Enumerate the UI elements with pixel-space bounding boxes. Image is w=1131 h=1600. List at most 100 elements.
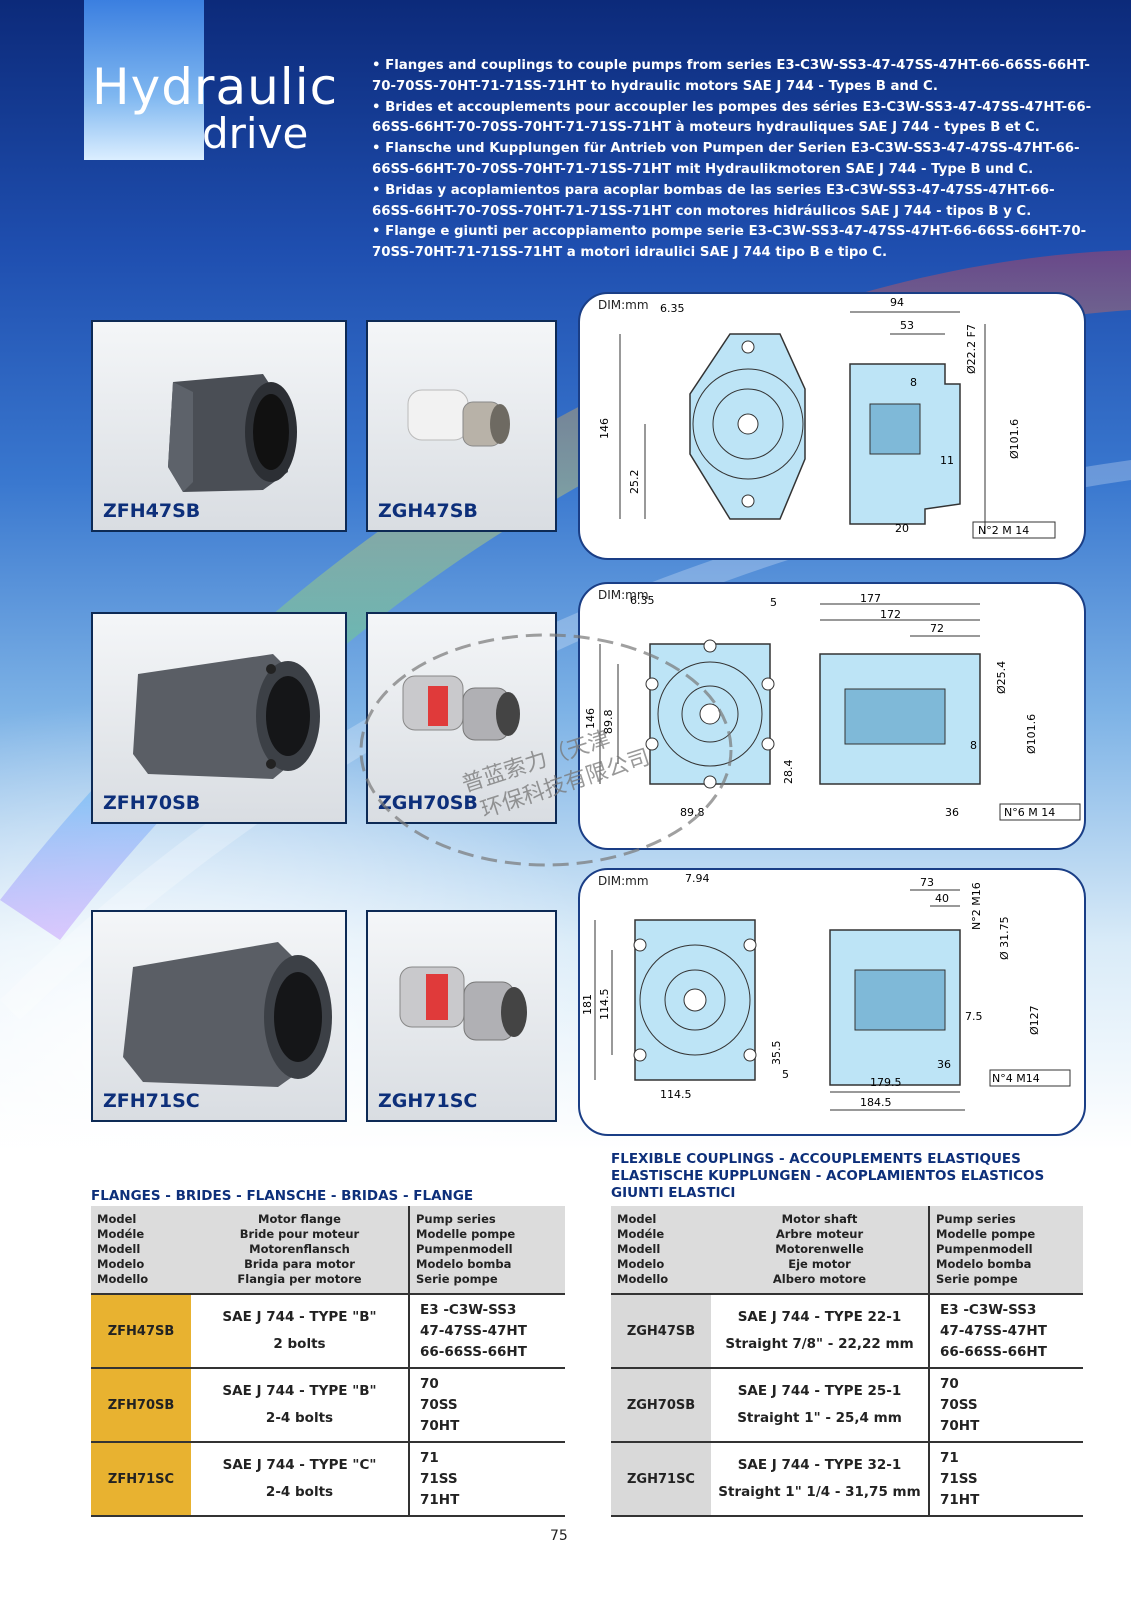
photo-zgh71sc: ZGH71SC	[366, 910, 557, 1122]
dim-label: 172	[880, 608, 901, 621]
dim-label: Ø101.6	[1008, 419, 1021, 459]
page-number: 75	[550, 1528, 568, 1544]
logo: Hydraulic drive	[92, 62, 338, 156]
dim-label: 94	[890, 296, 904, 309]
dim-label: Ø 31.75	[998, 916, 1011, 960]
model-cell: ZGH71SC	[611, 1442, 711, 1517]
coupling-image	[399, 966, 527, 1041]
dim-label: 8	[910, 376, 917, 389]
photo-label: ZFH71SC	[103, 1090, 200, 1112]
drawing-70sb: DIM:mm 6.35 5 177 172 72 8 89.8 36 N°6 M…	[578, 582, 1086, 850]
flange-image	[123, 942, 332, 1087]
photo-label: ZFH47SB	[103, 500, 201, 522]
dim-label: 184.5	[860, 1096, 892, 1109]
dim-label: Ø127	[1028, 1005, 1041, 1035]
intro-en: • Flanges and couplings to couple pumps …	[372, 58, 1090, 94]
dim-label: 5	[782, 1068, 789, 1081]
coupling-image	[407, 389, 510, 447]
model-cell: ZFH71SC	[91, 1442, 191, 1517]
dim-label: N°6 M 14	[1004, 806, 1055, 819]
model-cell: ZGH70SB	[611, 1368, 711, 1443]
dim-label: 6.35	[660, 302, 685, 315]
dim-label: Ø25.4	[995, 661, 1008, 694]
dim-unit-label: DIM:mm	[598, 874, 649, 888]
dim-label: 7.5	[965, 1010, 983, 1023]
table-row: ZFH70SB SAE J 744 - TYPE "B"2-4 bolts 70…	[91, 1368, 565, 1443]
dim-label: 36	[945, 806, 959, 819]
motor-cell: SAE J 744 - TYPE "C"2-4 bolts	[191, 1442, 409, 1517]
logo-background	[84, 0, 204, 160]
dim-label: N°4 M14	[992, 1072, 1040, 1085]
model-cell: ZGH47SB	[611, 1294, 711, 1369]
dim-label: 89.8	[602, 710, 615, 735]
photo-label: ZFH70SB	[103, 792, 201, 814]
dim-label: 73	[920, 876, 934, 889]
logo-line1: Hydraulic	[92, 58, 339, 116]
technical-drawing: 7.94 73 40 7.5 36 5 179.5 114.5 184.5 N°…	[581, 872, 1071, 1111]
dim-label: 20	[895, 522, 909, 535]
table-row: ZFH71SC SAE J 744 - TYPE "C"2-4 bolts 71…	[91, 1442, 565, 1517]
photo-zgh70sb: ZGH70SB	[366, 612, 557, 824]
dim-label: 114.5	[660, 1088, 692, 1101]
dim-unit-label: DIM:mm	[598, 588, 649, 602]
photo-zfh71sc: ZFH71SC	[91, 910, 347, 1122]
photo-zfh70sb: ZFH70SB	[91, 612, 347, 824]
couplings-title: FLEXIBLE COUPLINGS - ACCOUPLEMENTS ELAST…	[611, 1151, 1045, 1201]
dim-label: Ø101.6	[1025, 714, 1038, 754]
flange-image	[133, 654, 320, 779]
dim-label: 72	[930, 622, 944, 635]
dim-label: 181	[581, 994, 594, 1015]
dim-label: N°2 M 14	[978, 524, 1029, 537]
dim-label: N°2 M16	[970, 882, 983, 930]
model-cell: ZFH47SB	[91, 1294, 191, 1369]
technical-drawing: 6.35 94 53 8 11 20 N°2 M 14 146 25.2 Ø22…	[598, 296, 1056, 539]
table-row: ZFH47SB SAE J 744 - TYPE "B"2 bolts E3 -…	[91, 1294, 565, 1369]
intro-fr: • Brides et accouplements pour accoupler…	[372, 99, 1092, 136]
dim-label: 53	[900, 319, 914, 332]
dim-label: 6.35	[630, 594, 655, 607]
intro-it: • Flange e giunti per accoppiamento pomp…	[372, 224, 1087, 261]
dim-label: 40	[935, 892, 949, 905]
photo-label: ZGH70SB	[378, 792, 478, 814]
logo-line2: drive	[202, 109, 309, 158]
dim-label: 35.5	[770, 1041, 783, 1066]
model-cell: ZFH70SB	[91, 1368, 191, 1443]
dim-label: 89.8	[680, 806, 705, 819]
dim-label: 177	[860, 592, 881, 605]
photo-label: ZGH71SC	[378, 1090, 478, 1112]
dim-unit-label: DIM:mm	[598, 298, 649, 312]
intro-text: • Flanges and couplings to couple pumps …	[372, 56, 1092, 264]
photo-zfh47sb: ZFH47SB	[91, 320, 347, 532]
dim-label: 25.2	[628, 470, 641, 495]
dim-label: 146	[598, 418, 611, 439]
motor-cell: SAE J 744 - TYPE "B"2-4 bolts	[191, 1368, 409, 1443]
dim-label: 11	[940, 454, 954, 467]
dim-label: 7.94	[685, 872, 710, 885]
photo-zgh47sb: ZGH47SB	[366, 320, 557, 532]
photo-label: ZGH47SB	[378, 500, 478, 522]
dim-label: 36	[937, 1058, 951, 1071]
technical-drawing: 6.35 5 177 172 72 8 89.8 36 N°6 M 14 146…	[584, 592, 1081, 821]
motor-cell: SAE J 744 - TYPE "B"2 bolts	[191, 1294, 409, 1369]
dim-label: 114.5	[598, 989, 611, 1021]
intro-es: • Bridas y acoplamientos para acoplar bo…	[372, 182, 1055, 219]
